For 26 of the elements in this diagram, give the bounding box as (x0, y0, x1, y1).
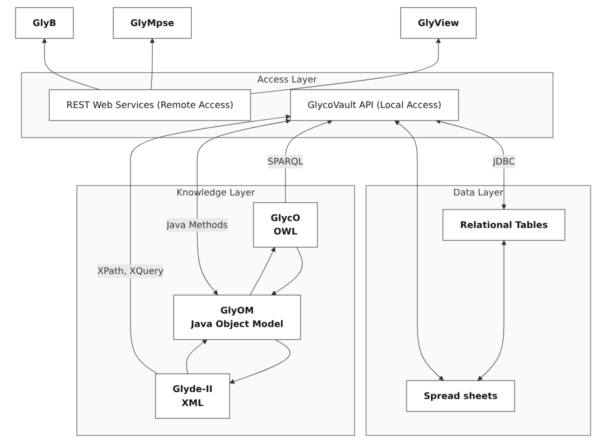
arrow (250, 38, 441, 94)
arrow (150, 38, 155, 90)
node-box: GlycoVault API (Local Access) (290, 89, 459, 121)
arrow (394, 120, 444, 381)
node-box: GlyB (15, 7, 74, 39)
node-box: GlyView (400, 7, 476, 39)
node-box: GlyMpse (112, 7, 192, 39)
arrow (42, 38, 100, 90)
node-box: Spread sheets (406, 380, 515, 412)
arrow (250, 246, 276, 296)
edge-label: SPARQL (268, 156, 304, 167)
arrow (229, 339, 290, 384)
arrow (196, 118, 291, 296)
node-box: GlyOM Java Object Model (173, 294, 301, 340)
node-box: GlycO OWL (253, 202, 318, 248)
node-box: Relational Tables (442, 209, 566, 241)
node-box: Glyde-II XML (155, 374, 230, 419)
node-box: REST Web Services (Remote Access) (48, 89, 251, 121)
arrow (130, 114, 291, 374)
edge-label: JDBC (492, 156, 515, 167)
arrow (436, 119, 506, 210)
arrow (477, 240, 506, 381)
edge-label: Java Methods (166, 219, 228, 230)
edge-label: XPath, XQuery (97, 265, 164, 276)
arrow (186, 339, 208, 374)
arrow (271, 246, 303, 296)
